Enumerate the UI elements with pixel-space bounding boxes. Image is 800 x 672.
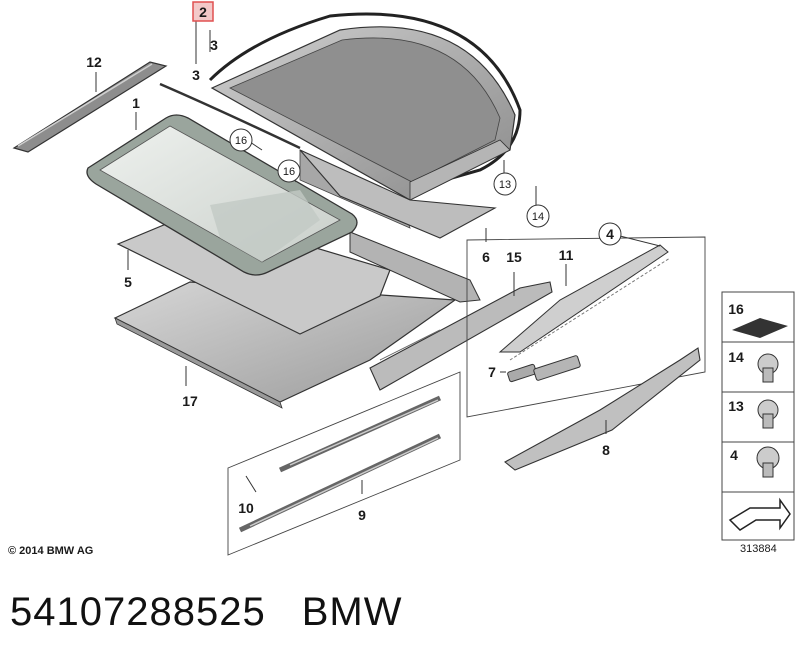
part-7-brackets (507, 355, 581, 383)
part-number-line: 54107288525 BMW (10, 590, 402, 635)
callout-14: 14 (532, 211, 544, 223)
callout-3a: 3 (210, 37, 218, 53)
part-1-glass (86, 114, 358, 276)
leader-lines (95, 20, 661, 494)
callout-4: 4 (606, 226, 614, 242)
arrow-icon (728, 497, 791, 531)
callout-16b: 16 (283, 166, 295, 178)
callout-8: 8 (602, 442, 610, 458)
highlight-box-2 (192, 1, 214, 22)
callout-15: 15 (506, 249, 522, 265)
part-15-rail (369, 281, 553, 391)
clip-14-icon (757, 353, 779, 383)
part-number: 54107288525 (10, 590, 266, 634)
callout-9: 9 (358, 507, 366, 523)
legend-14: 14 (728, 349, 744, 365)
copyright: © 2014 BMW AG (8, 545, 93, 557)
side-legend (721, 291, 795, 541)
callout-1: 1 (132, 95, 140, 111)
part-3-seals (159, 12, 522, 192)
circle-16a (229, 128, 253, 152)
foam-pad-icon (732, 318, 788, 338)
callout-13: 13 (499, 179, 511, 191)
callout-3b: 3 (192, 67, 200, 83)
circle-14 (526, 204, 550, 228)
callout-7: 7 (488, 364, 496, 380)
callout-12: 12 (86, 54, 102, 70)
clip-4-icon (756, 446, 780, 478)
part-9-rails (227, 371, 461, 556)
callout-10: 10 (238, 500, 254, 516)
part-17-headliner (113, 281, 457, 409)
diagram-number: 313884 (740, 543, 777, 555)
callout-17: 17 (182, 393, 198, 409)
part-11-rail (466, 236, 706, 418)
callout-6: 6 (482, 249, 490, 265)
part-6-panel (299, 149, 497, 239)
callout-2: 2 (199, 4, 207, 20)
clip-13-icon (757, 399, 779, 429)
callout-16a: 16 (235, 135, 247, 147)
legend-4: 4 (730, 447, 738, 463)
legend-13: 13 (728, 398, 744, 414)
part-12-deflector (12, 61, 168, 153)
brand-name: BMW (301, 590, 403, 634)
circle-4 (598, 222, 622, 246)
circle-16b (277, 159, 301, 183)
part-8-rail (504, 347, 701, 471)
circle-13 (493, 172, 517, 196)
legend-16: 16 (728, 301, 744, 317)
callout-5: 5 (124, 274, 132, 290)
callout-11: 11 (559, 247, 574, 263)
